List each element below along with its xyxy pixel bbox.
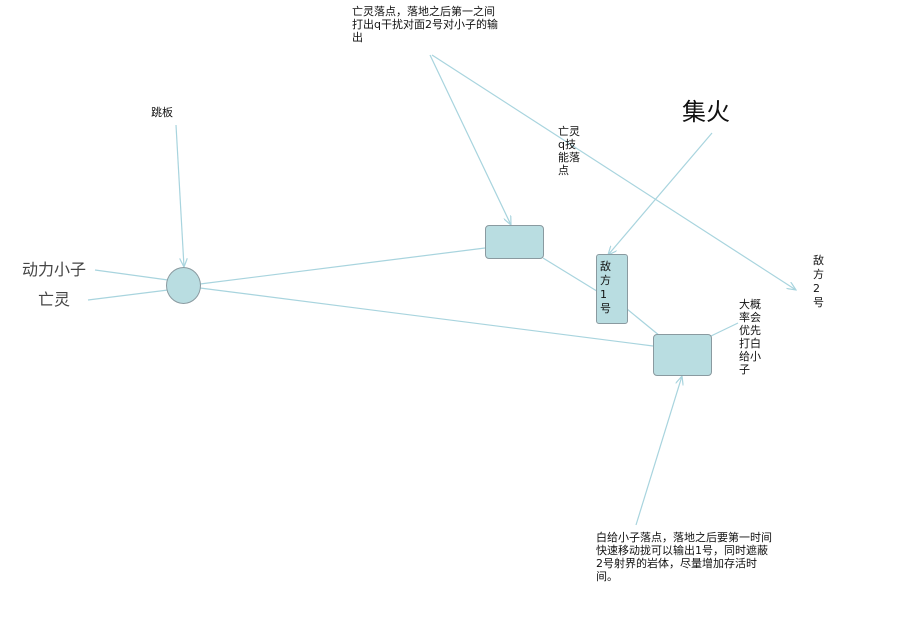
connector-circle-to-box-top bbox=[199, 247, 486, 285]
circle-node bbox=[166, 267, 201, 304]
connector-box-bottom-to-note bbox=[710, 322, 739, 337]
arrow-undead-note-to-enemy2 bbox=[431, 54, 796, 290]
arrow-focus-to-enemy1 bbox=[608, 132, 713, 255]
likely-hit-kid-label: 大概率会优先打白给小子 bbox=[739, 298, 761, 376]
connector-undead-to-circle bbox=[87, 289, 169, 301]
enemy-1-box bbox=[596, 254, 628, 324]
white-kid-landing-note: 白给小子落点，落地之后要第一时间快速移动拢可以输出1号，同时遮蔽2号射界的岩体，… bbox=[596, 531, 772, 583]
undead-landing-note: 亡灵落点，落地之后第一之间打出q干扰对面2号对小子的输出 bbox=[352, 5, 498, 44]
connector-circle-to-box-bottom bbox=[199, 287, 654, 347]
undead-box bbox=[485, 225, 544, 259]
focus-fire-label: 集火 bbox=[682, 98, 730, 126]
enemy-2-label: 敌方2号 bbox=[813, 254, 824, 309]
undead-q-point-label: 亡灵q技能落点 bbox=[558, 125, 580, 177]
arrow-springboard-to-circle bbox=[175, 124, 184, 267]
springboard-label: 跳板 bbox=[151, 106, 173, 119]
arrow-white-kid-note-to-box-bottom bbox=[635, 376, 682, 526]
connector-enemy1-to-box-bottom bbox=[626, 308, 661, 337]
enemy-1-label: 敌方1号 bbox=[600, 260, 611, 315]
dynamo-kid-label: 动力小子 bbox=[22, 260, 87, 279]
white-kid-box bbox=[653, 334, 712, 376]
connector-box-top-to-enemy1 bbox=[542, 257, 601, 294]
undead-label: 亡灵 bbox=[38, 290, 71, 309]
connector-dynamo-to-circle bbox=[94, 269, 169, 281]
arrow-undead-note-to-box-top bbox=[429, 54, 511, 225]
